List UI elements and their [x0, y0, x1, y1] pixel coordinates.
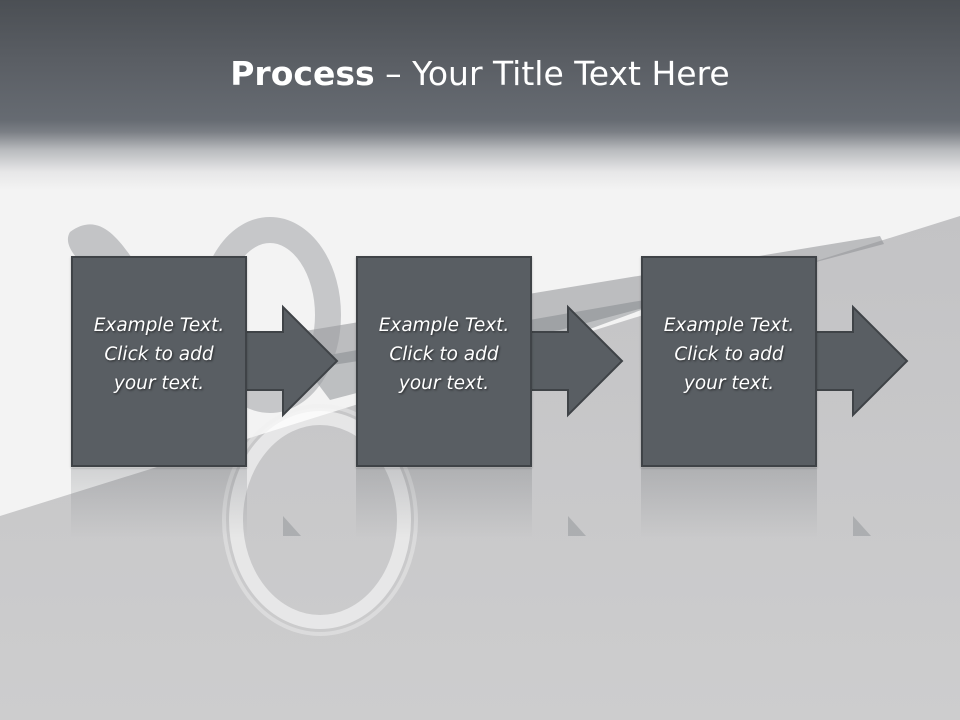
- title-bold-text: Process: [230, 54, 375, 93]
- step-text[interactable]: Example Text. Click to add your text.: [643, 311, 815, 398]
- step-text-line: your text.: [398, 373, 490, 394]
- step-text[interactable]: Example Text. Click to add your text.: [358, 311, 530, 398]
- step-3-reflection: [641, 468, 817, 538]
- step-text[interactable]: Example Text. Click to add your text.: [73, 311, 245, 398]
- arrow-reflection: [283, 516, 301, 536]
- step-text-line: your text.: [683, 373, 775, 394]
- step-1-reflection: [71, 468, 247, 538]
- right-arrow-icon: [242, 304, 339, 418]
- step-text-line: Click to add: [104, 344, 214, 365]
- title-bar: Process – Your Title Text Here: [0, 0, 960, 190]
- step-text-line: Click to add: [674, 344, 784, 365]
- process-step-2[interactable]: Example Text. Click to add your text.: [356, 256, 532, 467]
- right-arrow-icon: [812, 304, 909, 418]
- process-step-3[interactable]: Example Text. Click to add your text.: [641, 256, 817, 467]
- step-text-line: your text.: [113, 373, 205, 394]
- arrow-reflection: [568, 516, 586, 536]
- right-arrow-icon: [527, 304, 624, 418]
- step-text-line: Click to add: [389, 344, 499, 365]
- step-2-reflection: [356, 468, 532, 538]
- step-text-line: Example Text.: [663, 315, 795, 336]
- step-text-line: Example Text.: [93, 315, 225, 336]
- slide-title[interactable]: Process – Your Title Text Here: [0, 52, 960, 96]
- step-text-line: Example Text.: [378, 315, 510, 336]
- scissor-handle-lower: [229, 411, 411, 629]
- title-regular-text: – Your Title Text Here: [374, 54, 730, 93]
- process-step-1[interactable]: Example Text. Click to add your text.: [71, 256, 247, 467]
- arrow-reflection: [853, 516, 871, 536]
